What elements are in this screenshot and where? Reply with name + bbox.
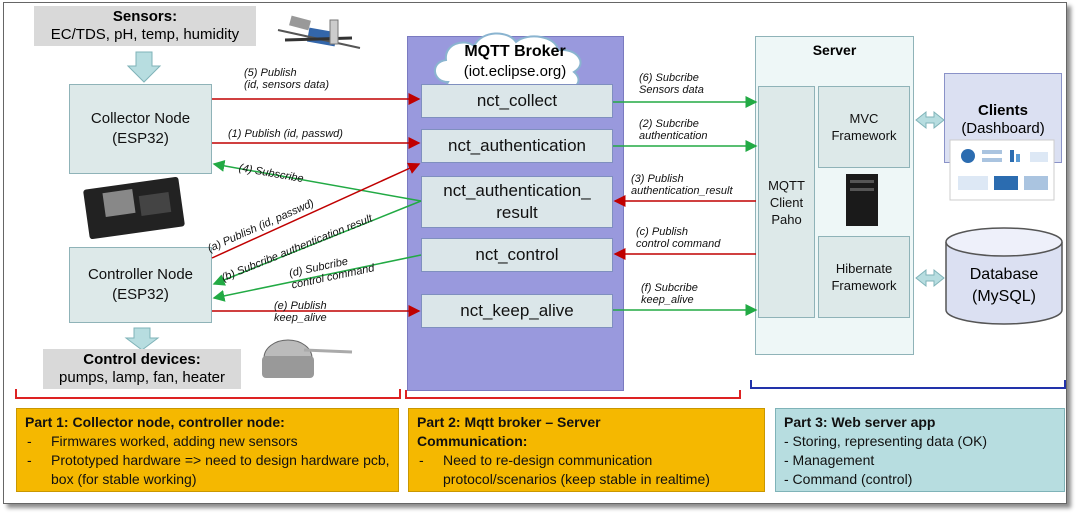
part1-item: Prototyped hardware => need to design ha… — [25, 451, 390, 489]
label-publish-3-line2: authentication_result — [631, 185, 733, 197]
collector-node-name: Collector Node — [90, 110, 191, 127]
label-publish-c-line1: (c) Publish — [636, 226, 688, 238]
part3-box: Part 3: Web server app - Storing, repres… — [775, 408, 1065, 492]
part3-title: Part 3: Web server app — [784, 414, 936, 430]
broker-title: MQTT Broker — [464, 42, 566, 60]
controller-node-chip: (ESP32) — [112, 286, 169, 303]
collector-node-chip: (ESP32) — [112, 130, 169, 147]
broker-label: MQTT Broker (iot.eclipse.org) — [440, 38, 590, 84]
clients-box: Clients (Dashboard) — [944, 73, 1062, 163]
controller-node: Controller Node (ESP32) — [69, 247, 212, 323]
label-publish-5-line1: (5) Publish — [244, 67, 297, 79]
topic-collect-label: nct_collect — [476, 91, 558, 110]
label-publish-3: (3) Publish authentication_result — [631, 173, 733, 197]
clients-title: Clients — [977, 102, 1028, 119]
topic-control-label: nct_control — [475, 245, 559, 264]
sensors-title: Sensors: — [112, 8, 178, 25]
label-publish-5: (5) Publish (id, sensors data) — [244, 67, 329, 91]
label-publish-c: (c) Publish control command — [636, 226, 720, 250]
part3-item: - Storing, representing data (OK) — [784, 433, 988, 449]
topic-keep-alive-label: nct_keep_alive — [460, 301, 574, 320]
label-subscribe-f-line1: (f) Subcribe — [641, 282, 698, 294]
label-subscribe-f-line2: keep_alive — [641, 294, 694, 306]
clients-subtitle: (Dashboard) — [961, 120, 1045, 137]
label-subscribe-6: (6) Subcribe Sensors data — [639, 72, 704, 96]
server-title: Server — [812, 42, 857, 58]
label-publish-3-line1: (3) Publish — [631, 173, 684, 185]
label-subscribe-2-line1: (2) Subcribe — [639, 118, 699, 130]
label-publish-1: (1) Publish (id, passwd) — [228, 128, 343, 140]
part3-item: - Management — [784, 452, 875, 468]
paho-line3: Paho — [771, 211, 802, 227]
mvc-line2: Framework — [831, 128, 897, 143]
controller-node-name: Controller Node — [87, 266, 194, 283]
part2-title: Part 2: Mqtt broker – Server Communicati… — [417, 414, 601, 449]
topic-authentication-label: nct_authentication — [448, 136, 586, 155]
label-subscribe-6-line1: (6) Subcribe — [639, 72, 699, 84]
broker-host: (iot.eclipse.org) — [463, 62, 567, 80]
part1-box: Part 1: Collector node, controller node:… — [16, 408, 399, 492]
part2-box: Part 2: Mqtt broker – Server Communicati… — [408, 408, 765, 492]
mqtt-client-paho: MQTT Client Paho — [758, 86, 815, 318]
sensors-subtitle: EC/TDS, pH, temp, humidity — [50, 26, 240, 43]
topic-nct-authentication-result: nct_authentication_ result — [421, 176, 613, 228]
part1-title: Part 1: Collector node, controller node: — [25, 414, 285, 430]
hibernate-line2: Framework — [831, 278, 897, 293]
topic-auth-result-line1: nct_authentication_ — [443, 181, 591, 200]
label-subscribe-2-line2: authentication — [639, 130, 708, 142]
topic-nct-collect: nct_collect — [421, 84, 613, 118]
database-title: Database — [969, 266, 1039, 283]
collector-node: Collector Node (ESP32) — [69, 84, 212, 174]
part1-item: Firmwares worked, adding new sensors — [25, 432, 390, 451]
control-devices-title: Control devices: — [83, 351, 201, 368]
paho-line1: MQTT — [768, 177, 805, 193]
label-publish-e-line2: keep_alive — [274, 312, 327, 324]
database-subtitle: (MySQL) — [972, 288, 1036, 305]
hibernate-framework: Hibernate Framework — [818, 236, 910, 318]
label-subscribe-f: (f) Subcribe keep_alive — [641, 282, 698, 306]
label-subscribe-2: (2) Subcribe authentication — [639, 118, 708, 142]
topic-auth-result-line2: result — [496, 203, 538, 222]
mvc-line1: MVC — [849, 111, 879, 126]
paho-line2: Client — [769, 194, 804, 210]
label-publish-e: (e) Publish keep_alive — [274, 300, 327, 324]
mvc-framework: MVC Framework — [818, 86, 910, 168]
topic-nct-keep-alive: nct_keep_alive — [421, 294, 613, 328]
part2-item: Need to re-design communication protocol… — [417, 451, 756, 489]
label-publish-c-line2: control command — [636, 238, 721, 250]
database-label: Database (MySQL) — [946, 262, 1062, 310]
part3-item: - Command (control) — [784, 471, 913, 487]
control-devices-subtitle: pumps, lamp, fan, heater — [59, 369, 225, 386]
control-devices-box: Control devices: pumps, lamp, fan, heate… — [43, 349, 241, 389]
topic-nct-control: nct_control — [421, 238, 613, 272]
hibernate-line1: Hibernate — [835, 261, 893, 276]
label-publish-e-line1: (e) Publish — [274, 300, 327, 312]
label-subscribe-6-line2: Sensors data — [639, 84, 704, 96]
label-publish-5-line2: (id, sensors data) — [244, 79, 329, 91]
sensors-box: Sensors: EC/TDS, pH, temp, humidity — [34, 6, 256, 46]
topic-nct-authentication: nct_authentication — [421, 129, 613, 163]
